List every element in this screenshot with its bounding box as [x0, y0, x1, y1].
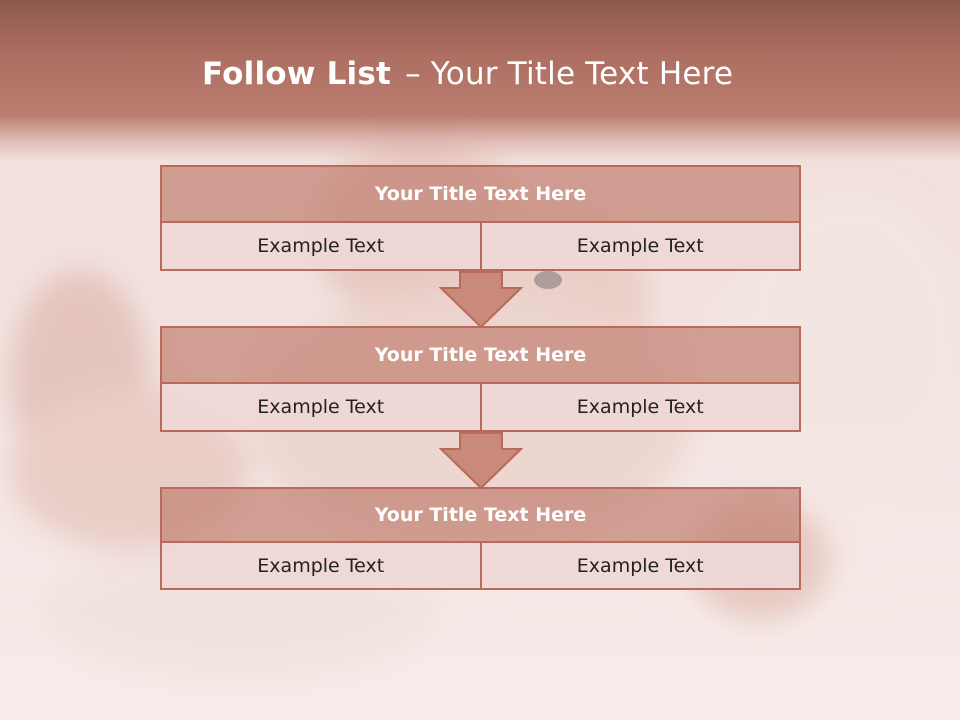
block-cell-left: Example Text — [160, 221, 482, 271]
block-row: Example Text Example Text — [160, 541, 801, 590]
follow-list-block-3: Your Title Text Here Example Text Exampl… — [160, 487, 801, 590]
down-arrow-icon — [439, 271, 523, 329]
block-cell-left: Example Text — [160, 541, 482, 590]
follow-list-block-1: Your Title Text Here Example Text Exampl… — [160, 165, 801, 271]
block-row: Example Text Example Text — [160, 221, 801, 271]
title-bold-part: Follow List — [202, 56, 392, 92]
header-band — [0, 0, 960, 160]
follow-list-block-2: Your Title Text Here Example Text Exampl… — [160, 326, 801, 432]
title-rest: Your Title Text Here — [430, 56, 734, 92]
block-cell-left: Example Text — [160, 382, 482, 432]
block-title: Your Title Text Here — [160, 165, 801, 223]
block-cell-right: Example Text — [479, 221, 801, 271]
down-arrow-icon — [439, 432, 523, 490]
block-row: Example Text Example Text — [160, 382, 801, 432]
page-title: Follow List–Your Title Text Here — [202, 56, 733, 92]
block-title: Your Title Text Here — [160, 326, 801, 384]
title-separator: – — [405, 56, 421, 92]
block-cell-right: Example Text — [479, 541, 801, 590]
block-title: Your Title Text Here — [160, 487, 801, 543]
block-cell-right: Example Text — [479, 382, 801, 432]
